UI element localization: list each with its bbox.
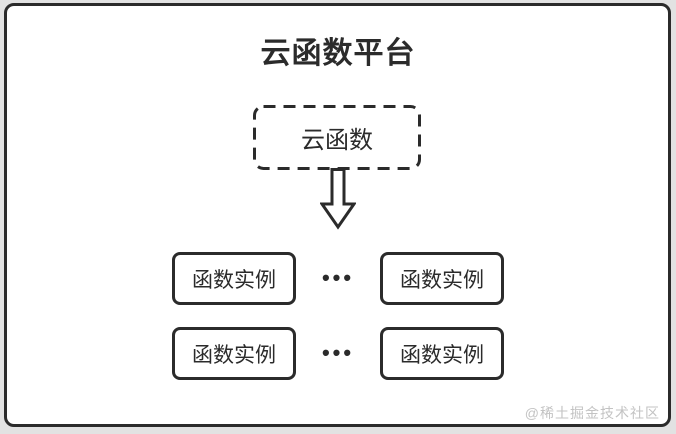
function-instance-node: 函数实例 bbox=[380, 252, 504, 305]
ellipsis-dots: ••• bbox=[321, 265, 355, 290]
watermark-text: @稀土掘金技术社区 bbox=[524, 405, 660, 421]
function-instance-label: 函数实例 bbox=[192, 268, 276, 292]
ellipsis-dots: ••• bbox=[321, 340, 355, 365]
down-arrow-icon bbox=[320, 168, 356, 230]
function-instance-label: 函数实例 bbox=[400, 343, 484, 367]
cloud-function-label: 云函数 bbox=[301, 127, 373, 154]
cloud-function-node: 云函数 bbox=[253, 105, 421, 170]
function-instance-node: 函数实例 bbox=[172, 327, 296, 380]
function-instance-label: 函数实例 bbox=[192, 343, 276, 367]
function-instance-node: 函数实例 bbox=[380, 327, 504, 380]
dashed-border-icon bbox=[253, 105, 421, 170]
diagram-title: 云函数平台 bbox=[260, 37, 416, 70]
function-instance-label: 函数实例 bbox=[400, 268, 484, 292]
function-instance-node: 函数实例 bbox=[172, 252, 296, 305]
